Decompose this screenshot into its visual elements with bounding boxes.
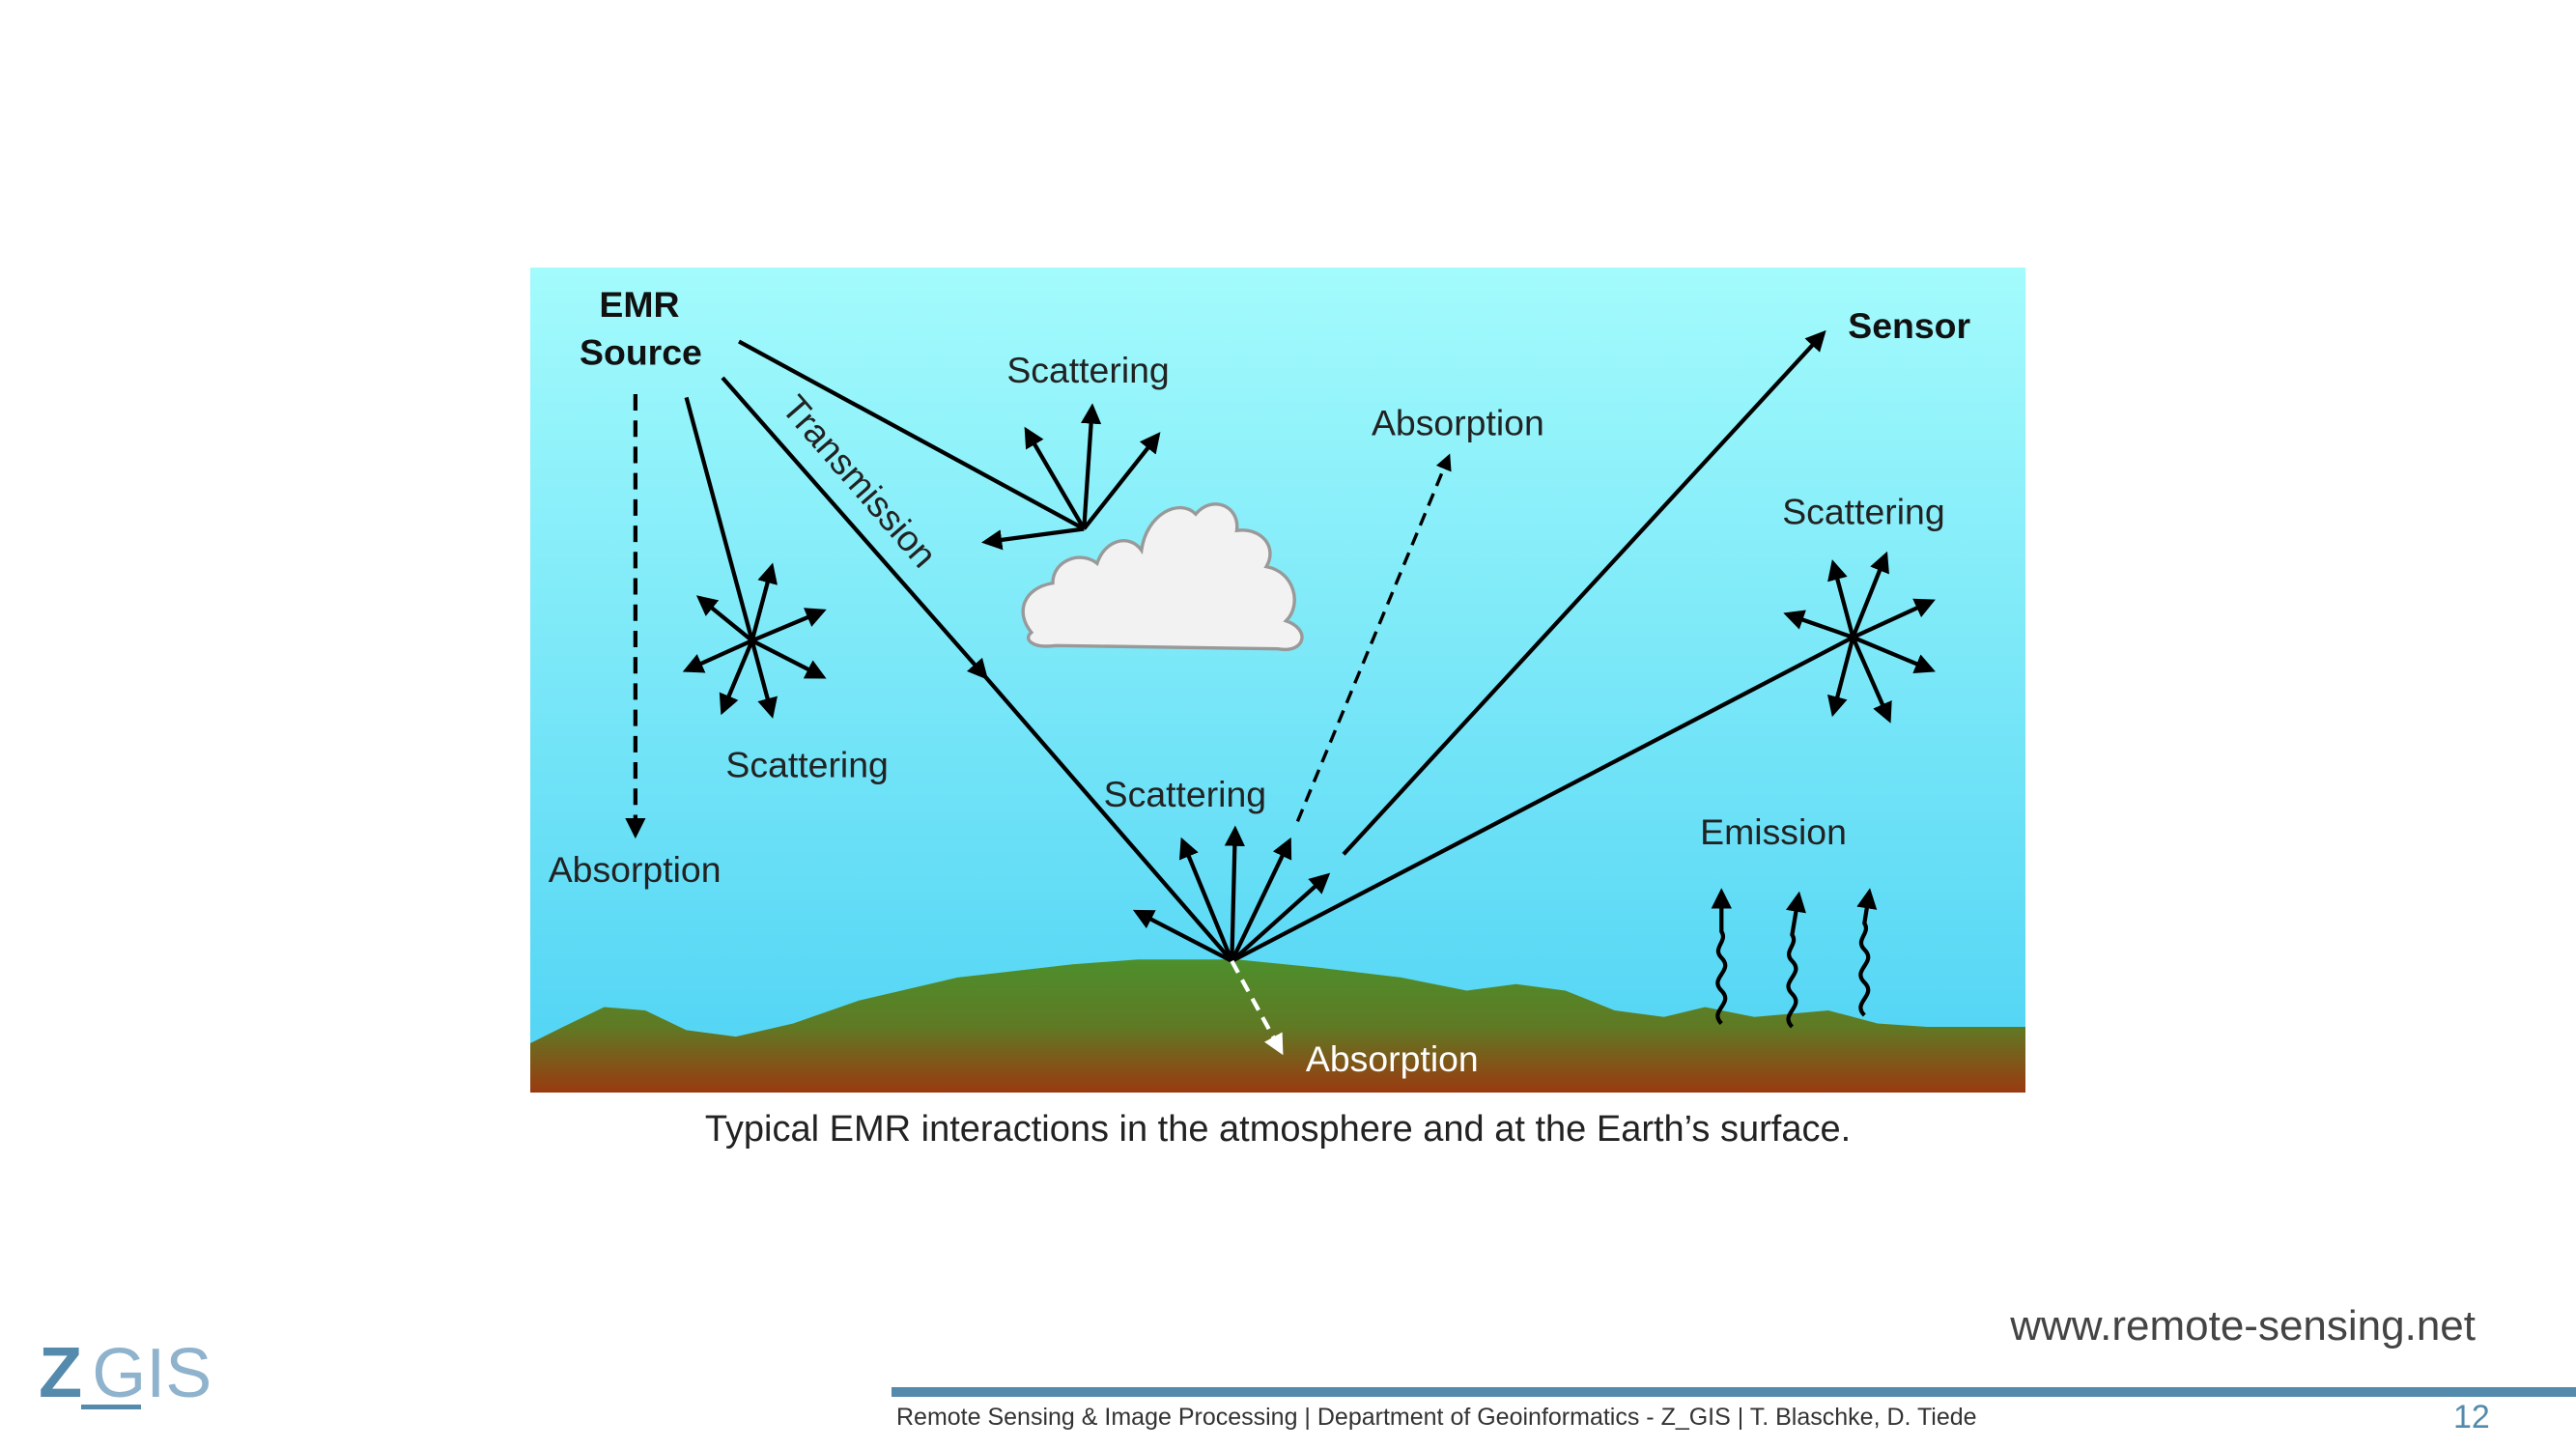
logo-gis: GIS <box>92 1335 212 1412</box>
earth-ground <box>530 959 2025 1093</box>
emr-interactions-diagram: EMR Source Sensor Transmission Scatterin… <box>530 268 2025 1093</box>
page-number: 12 <box>2453 1399 2490 1435</box>
logo-underline <box>81 1405 141 1409</box>
arrows <box>625 329 1936 1056</box>
emr-label: EMR <box>599 284 679 325</box>
footer-bar <box>892 1387 2576 1397</box>
figure-caption: Typical EMR interactions in the atmosphe… <box>704 1109 1852 1150</box>
website-url: www.remote-sensing.net <box>2010 1302 2476 1350</box>
scattering-right-label: Scattering <box>1782 491 1944 531</box>
scattering-cloud-label: Scattering <box>1006 350 1169 390</box>
sky-background <box>530 268 2025 1093</box>
footer-text: Remote Sensing & Image Processing | Depa… <box>896 1404 1977 1431</box>
absorption-left-label: Absorption <box>549 849 722 890</box>
logo-z: Z <box>39 1332 83 1412</box>
scattering-ground-label: Scattering <box>1104 774 1266 814</box>
sensor-label: Sensor <box>1848 305 1970 346</box>
absorption-ground-label: Absorption <box>1306 1038 1479 1079</box>
absorption-upper-label: Absorption <box>1372 403 1544 443</box>
emission-label: Emission <box>1700 811 1847 852</box>
scattering-left-label: Scattering <box>725 744 888 784</box>
source-label: Source <box>580 331 702 372</box>
cloud-icon <box>1021 502 1304 652</box>
